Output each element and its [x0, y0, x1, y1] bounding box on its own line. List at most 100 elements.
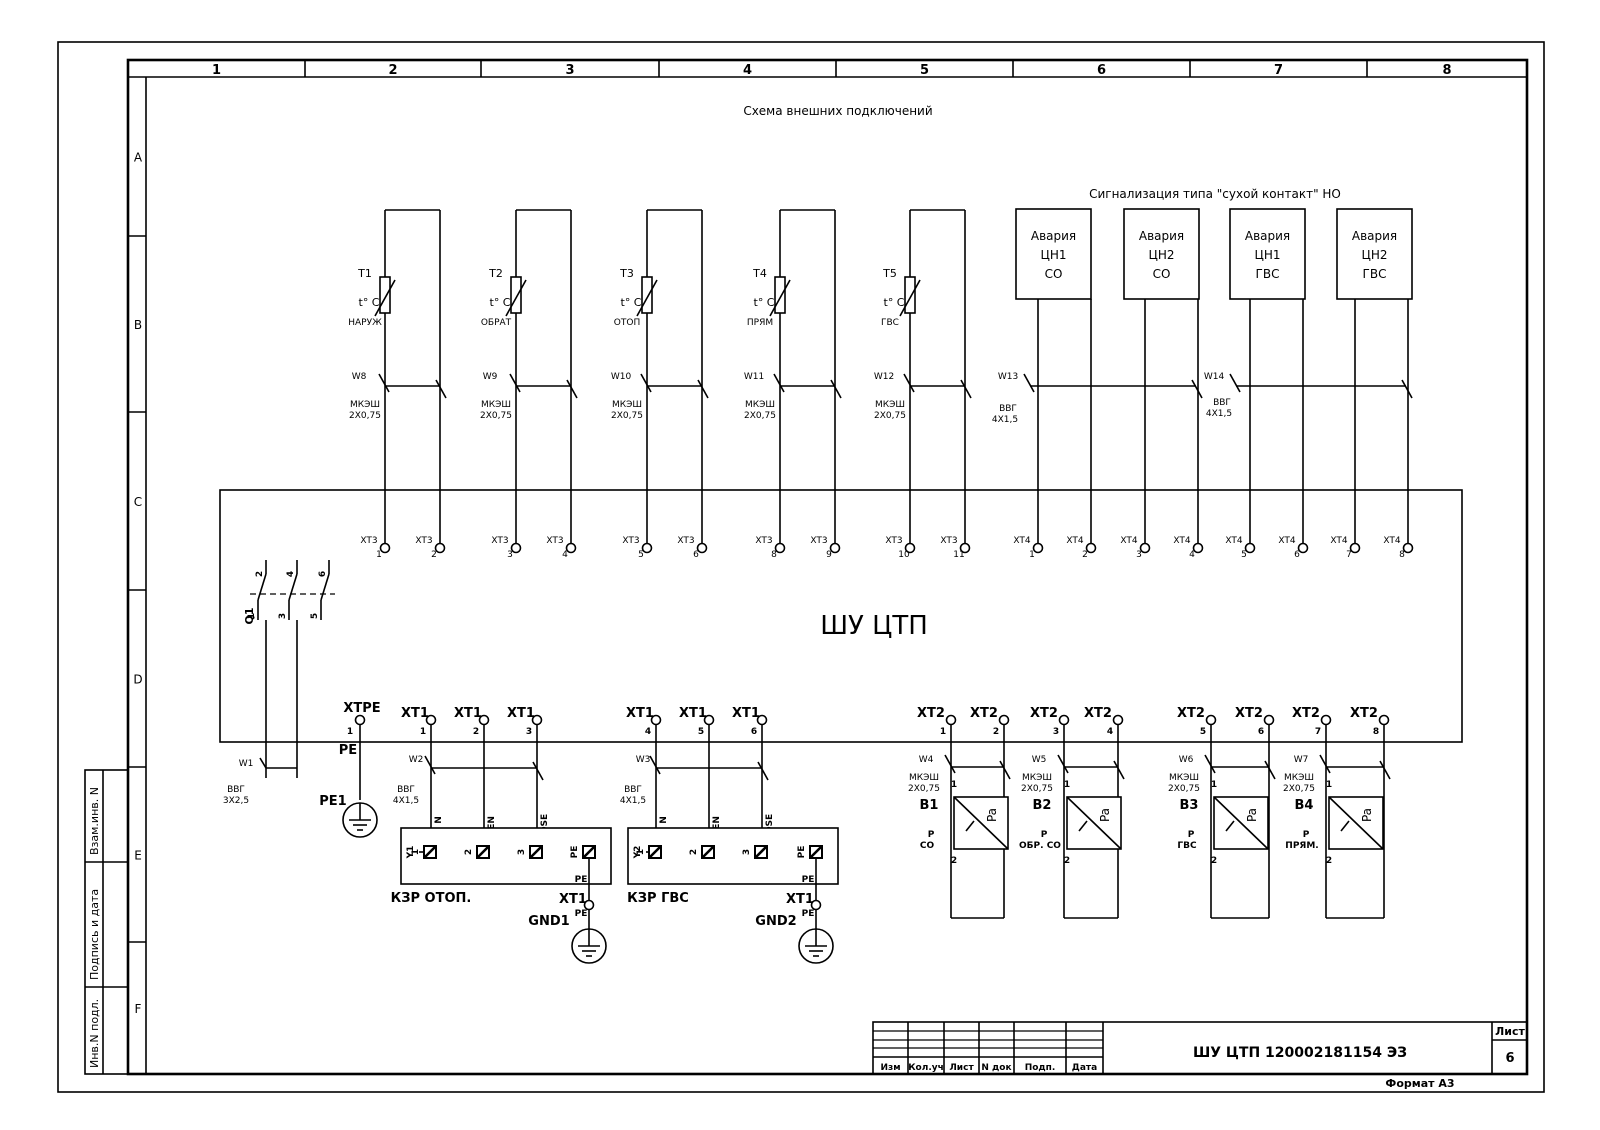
- thermistor-slash: [374, 279, 396, 317]
- cable-cores: 2X0,75: [744, 411, 776, 421]
- terminal-number: 9: [826, 550, 832, 560]
- terminal-number: 2: [1082, 550, 1088, 560]
- pressure-p: P: [1188, 830, 1195, 840]
- terminal-circle: [1263, 714, 1275, 726]
- drawing-frame: [126, 58, 1529, 1076]
- sensor-id: B1: [920, 798, 939, 813]
- terminal-number: PE: [802, 909, 815, 919]
- terminal-circle: [1058, 714, 1070, 726]
- terminal-tag: XT2: [1292, 706, 1320, 721]
- cable-name: W9: [483, 372, 498, 382]
- valve-pe-label: PE: [575, 875, 588, 885]
- sheet-number: 6: [1505, 1051, 1514, 1066]
- terminal-circle: [810, 899, 822, 911]
- transducer-diagonal: [1213, 796, 1269, 850]
- terminal-number: 5: [1200, 727, 1206, 737]
- cable-type: ВВГ: [999, 404, 1017, 414]
- terminal-number: 4: [1189, 550, 1195, 560]
- sensor-cable-tick: [640, 373, 652, 393]
- zone-row-label: C: [134, 495, 142, 509]
- cable-cores: 4X1,5: [1206, 409, 1232, 419]
- terminal-number: 3: [1053, 727, 1059, 737]
- cable-type: МКЭШ: [909, 773, 939, 783]
- side-stamp: Взам.инв. N Подпись и дата Инв.N подл.: [84, 769, 129, 1075]
- cable-name: W1: [239, 759, 254, 769]
- terminal-tag: XT1: [786, 892, 814, 907]
- alarm-text: Авария: [1245, 229, 1290, 243]
- terminal-tag: XT3: [622, 536, 639, 546]
- cable-cores: 4X1,5: [992, 415, 1018, 425]
- valve-pin-label: 1: [411, 849, 421, 855]
- valve-pin-label: PE: [570, 846, 580, 859]
- valve-wire-label: N: [659, 816, 669, 824]
- diagram-title: Схема внешних подключений: [743, 104, 932, 118]
- sensor-cable-tick: [509, 373, 521, 393]
- valve-pin-slash: [648, 845, 662, 859]
- cable-name: W5: [1032, 755, 1047, 765]
- valve-cable-tick: [532, 761, 544, 781]
- terminal-circle: [959, 542, 971, 554]
- terminal-number: 1: [420, 727, 426, 737]
- pressure-cable-tick: [1204, 754, 1216, 774]
- sensor-cable-tick: [960, 379, 972, 399]
- pressure-cable-tick: [1319, 754, 1331, 774]
- sensor-id: B3: [1180, 798, 1199, 813]
- transducer-slash: [965, 820, 975, 832]
- pe-label: PE: [339, 743, 357, 758]
- cable-name: W14: [1204, 372, 1225, 382]
- breaker-pin-label: 1: [247, 613, 257, 619]
- transducer-unit: Pa: [1360, 808, 1374, 822]
- thermistor-icon: [510, 276, 522, 314]
- ground-symbol: [798, 928, 834, 964]
- stamp-column-label: N док: [981, 1063, 1011, 1073]
- cable-cores: 2X0,75: [1168, 784, 1200, 794]
- breaker-id: Q1: [243, 607, 256, 624]
- cable-name: W2: [409, 755, 424, 765]
- terminal-tag: XTPE: [343, 701, 380, 716]
- alarm-text: СО: [1045, 267, 1063, 281]
- cable-name: W7: [1294, 755, 1309, 765]
- sensor-symbol: t° C: [884, 296, 905, 309]
- cable-cores: 2X0,75: [349, 411, 381, 421]
- sensor-name: ПРЯМ.: [1285, 841, 1318, 851]
- terminal-circle: [1349, 542, 1361, 554]
- cable-name: W4: [919, 755, 934, 765]
- terminal-circle: [1320, 714, 1332, 726]
- zone-column-label: 2: [388, 63, 397, 78]
- pin-number: 2: [1211, 856, 1217, 866]
- cable-type: ВВГ: [397, 785, 415, 795]
- terminal-number: 1: [1029, 550, 1035, 560]
- thermistor-icon: [641, 276, 653, 314]
- breaker-pin-label: 3: [278, 613, 288, 619]
- pin-number: 2: [951, 856, 957, 866]
- valve-pin-label: 3: [742, 849, 752, 855]
- valve-pin-slash: [529, 845, 543, 859]
- sensor-name: НАРУЖ: [348, 318, 382, 328]
- pressure-cable-tick: [944, 754, 956, 774]
- alarm-cable-tick: [1023, 373, 1035, 393]
- terminal-tag: XT2: [1177, 706, 1205, 721]
- terminal-number: 6: [693, 550, 699, 560]
- terminal-tag: XT4: [1278, 536, 1296, 546]
- valve-pin-slash: [701, 845, 715, 859]
- sensor-cable-tick: [435, 379, 447, 399]
- cable-type: МКЭШ: [745, 400, 775, 410]
- zone-row-label: E: [134, 849, 142, 863]
- alarm-text: Авария: [1031, 229, 1076, 243]
- terminal-tag: XT2: [970, 706, 998, 721]
- terminal-tag: XT3: [677, 536, 694, 546]
- stamp-column-label: Лист: [949, 1063, 974, 1073]
- terminal-tag: XT3: [546, 536, 563, 546]
- terminal-circle: [434, 542, 446, 554]
- cabinet-box: [219, 489, 1463, 743]
